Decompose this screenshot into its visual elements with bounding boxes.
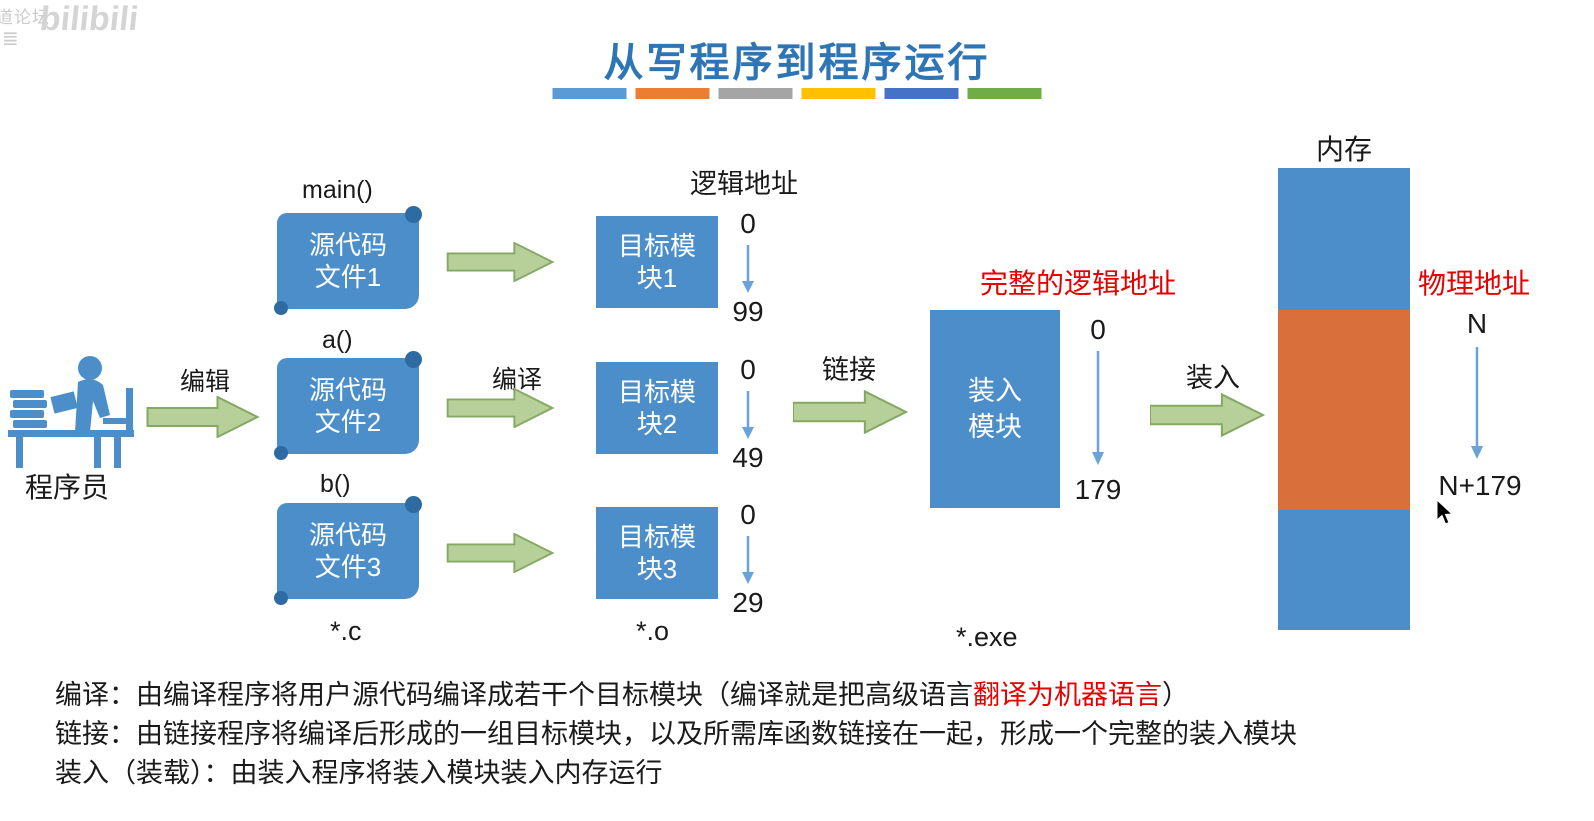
module-1-addr-start: 0 [740, 208, 756, 239]
module-3-addr-end: 29 [732, 587, 764, 618]
note-load: 装入（装载）：由装入程序将装入模块装入内存运行 [55, 758, 663, 788]
physical-address-label: 物理地址 [1418, 268, 1531, 299]
load-label: 装入 [1186, 363, 1240, 393]
ext-c-label: *.c [330, 616, 362, 646]
module-3-addr-start: 0 [740, 499, 756, 530]
bar-yellow [801, 88, 876, 99]
edit-arrow-icon [146, 396, 260, 438]
down-arrow-icon [742, 245, 754, 293]
source-file-2-func: a() [322, 326, 353, 354]
edit-label: 编辑 [180, 368, 231, 396]
scroll-curl-icon [405, 496, 422, 513]
object-module-3-label: 目标模 块3 [617, 521, 696, 585]
load-module-addr-end: 179 [1074, 474, 1122, 505]
link-label: 链接 [822, 355, 876, 385]
source-file-1: 源代码 文件1 [274, 206, 422, 315]
down-arrow-icon [1092, 351, 1104, 465]
note-link: 链接：由链接程序将编译后形成的一组目标模块，以及所需库函数链接在一起，形成一个完… [55, 719, 1297, 749]
memory-addr-start: N [1466, 308, 1488, 339]
module-2-addr-end: 49 [732, 442, 764, 473]
load-module-label: 装入 模块 [968, 375, 1022, 442]
object-module-1: 目标模 块1 [596, 216, 718, 308]
source-file-3: 源代码 文件3 [274, 496, 422, 605]
memory-segment-loaded [1278, 310, 1410, 510]
object-module-3: 目标模 块3 [596, 507, 718, 599]
load-module-addr-start: 0 [1090, 314, 1106, 345]
down-arrow-icon [742, 391, 754, 439]
bar-orange [635, 88, 710, 99]
down-arrow-icon [1471, 347, 1483, 459]
memory-addr-end: N+179 [1438, 470, 1522, 501]
load-module: 装入 模块 [930, 310, 1060, 508]
memory-segment-bottom [1278, 510, 1410, 630]
bar-darkblue [884, 88, 959, 99]
complete-logical-address-label: 完整的逻辑地址 [980, 268, 1177, 299]
scroll-curl-icon [274, 591, 288, 605]
module-2-addr-start: 0 [740, 354, 756, 385]
ext-exe-label: *.exe [956, 622, 1018, 652]
compile-arrow-1-icon [446, 242, 555, 282]
note-compile: 编译：由编译程序将用户源代码编译成若干个目标模块（编译就是把高级语言翻译为机器语… [55, 680, 1189, 710]
scroll-curl-icon [274, 446, 288, 460]
source-file-2: 源代码 文件2 [274, 351, 422, 460]
load-arrow-icon [1150, 392, 1265, 438]
watermark-lines-icon: ≣ [2, 28, 19, 50]
scroll-curl-icon [405, 206, 422, 223]
memory-segment-top [1278, 168, 1410, 310]
bar-green [967, 88, 1042, 99]
bar-blue [552, 88, 627, 99]
object-module-1-label: 目标模 块1 [617, 230, 696, 294]
programmer-label: 程序员 [24, 472, 109, 503]
scroll-curl-icon [405, 351, 422, 368]
down-arrow-icon [742, 536, 754, 584]
source-file-2-label: 源代码 文件2 [308, 374, 387, 438]
compile-arrow-3-icon [446, 533, 555, 573]
source-file-1-label: 源代码 文件1 [308, 229, 387, 293]
memory-box [1278, 168, 1410, 630]
page-title: 从写程序到程序运行 [603, 41, 991, 85]
memory-label: 内存 [1316, 134, 1373, 165]
title-underline-bars [552, 88, 1042, 99]
bar-gray [718, 88, 793, 99]
watermark-forum-text: 道论坛 [0, 8, 50, 27]
compile-arrow-2-icon [446, 388, 555, 428]
logical-address-label: 逻辑地址 [690, 169, 798, 199]
programmer-icon [8, 356, 134, 468]
link-arrow-icon [793, 389, 908, 435]
source-file-3-label: 源代码 文件3 [308, 519, 387, 583]
module-1-addr-end: 99 [732, 296, 764, 327]
source-file-1-func: main() [302, 176, 373, 204]
object-module-2: 目标模 块2 [596, 362, 718, 454]
note-compile-highlight: 翻译为机器语言 [973, 680, 1162, 710]
notes-block: 编译：由编译程序将用户源代码编译成若干个目标模块（编译就是把高级语言翻译为机器语… [55, 676, 1565, 793]
mouse-cursor [1436, 500, 1454, 525]
ext-o-label: *.o [636, 616, 670, 646]
scroll-curl-icon [274, 301, 288, 315]
object-module-2-label: 目标模 块2 [617, 376, 696, 440]
source-file-3-func: b() [320, 470, 351, 498]
